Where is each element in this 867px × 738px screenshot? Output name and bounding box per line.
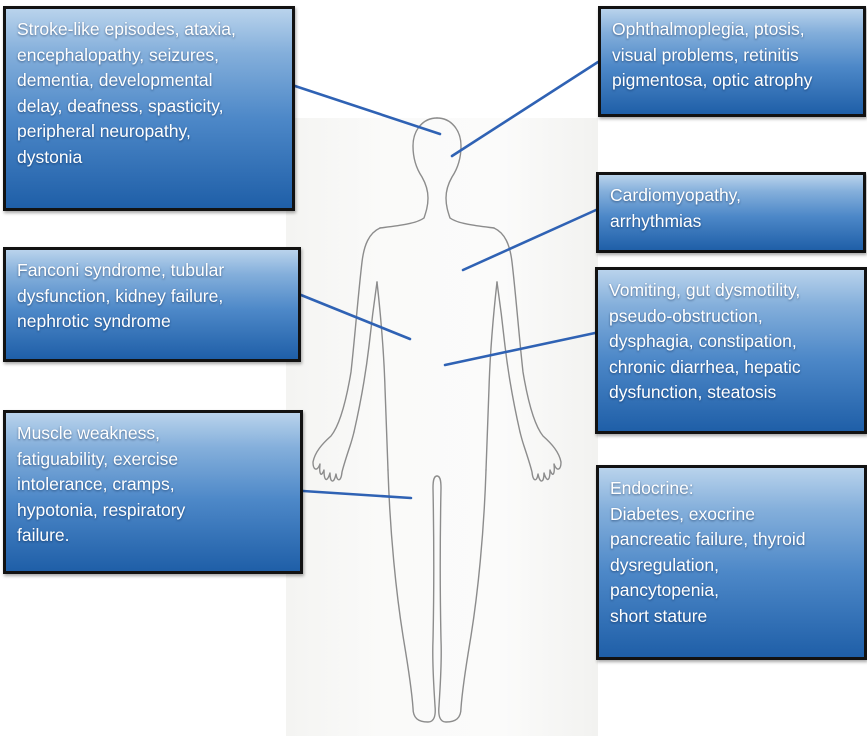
head-outline xyxy=(380,118,437,228)
neuro-line-1: Stroke-like episodes, ataxia, xyxy=(17,17,282,43)
eye-line-3: pigmentosa, optic atrophy xyxy=(612,68,853,94)
neuro-line-5: peripheral neuropathy, xyxy=(17,119,282,145)
torso-outline xyxy=(377,282,388,470)
endocrine-line-5: pancytopenia, xyxy=(610,578,854,604)
gastrointestinal-symptoms-box: Vomiting, gut dysmotility, pseudo-obstru… xyxy=(595,267,867,434)
muscle-line-3: intolerance, cramps, xyxy=(17,472,290,498)
ocular-symptoms-box: Ophthalmoplegia, ptosis, visual problems… xyxy=(598,6,866,117)
neuro-line-3: dementia, developmental xyxy=(17,68,282,94)
endocrine-line-3: pancreatic failure, thyroid xyxy=(610,527,854,553)
connector-muscle xyxy=(303,491,411,498)
eye-line-2: visual problems, retinitis xyxy=(612,43,853,69)
heart-line-2: arrhythmias xyxy=(610,209,853,235)
gi-line-3: dysphagia, constipation, xyxy=(609,329,854,355)
muscle-line-4: hypotonia, respiratory xyxy=(17,498,290,524)
kidney-line-1: Fanconi syndrome, tubular xyxy=(17,258,288,284)
gi-line-2: pseudo-obstruction, xyxy=(609,304,854,330)
heart-line-1: Cardiomyopathy, xyxy=(610,183,853,209)
muscle-line-5: failure. xyxy=(17,523,290,549)
gi-line-4: chronic diarrhea, hepatic xyxy=(609,355,854,381)
connector-neuro xyxy=(295,86,440,134)
connector-heart xyxy=(463,210,596,270)
neuro-line-4: delay, deafness, spasticity, xyxy=(17,94,282,120)
connector-eye xyxy=(452,62,598,156)
kidney-line-3: nephrotic syndrome xyxy=(17,309,288,335)
cardiac-symptoms-box: Cardiomyopathy, arrhythmias xyxy=(596,172,866,253)
renal-symptoms-box: Fanconi syndrome, tubular dysfunction, k… xyxy=(3,247,301,362)
neuro-line-2: encephalopathy, seizures, xyxy=(17,43,282,69)
muscular-symptoms-box: Muscle weakness, fatiguability, exercise… xyxy=(3,410,303,574)
endocrine-line-2: Diabetes, exocrine xyxy=(610,502,854,528)
neurological-symptoms-box: Stroke-like episodes, ataxia, encephalop… xyxy=(3,6,295,211)
gi-line-5: dysfunction, steatosis xyxy=(609,380,854,406)
kidney-line-2: dysfunction, kidney failure, xyxy=(17,284,288,310)
left-arm-outline xyxy=(313,228,380,481)
right-arm-outline xyxy=(494,228,561,481)
muscle-line-1: Muscle weakness, xyxy=(17,421,290,447)
muscle-line-2: fatiguability, exercise xyxy=(17,447,290,473)
endocrine-symptoms-box: Endocrine: Diabetes, exocrine pancreatic… xyxy=(596,465,867,660)
right-leg-outline xyxy=(437,470,486,722)
left-leg-outline xyxy=(388,470,437,722)
eye-line-1: Ophthalmoplegia, ptosis, xyxy=(612,17,853,43)
endocrine-line-1: Endocrine: xyxy=(610,476,854,502)
neuro-line-6: dystonia xyxy=(17,145,282,171)
gi-line-1: Vomiting, gut dysmotility, xyxy=(609,278,854,304)
endocrine-line-6: short stature xyxy=(610,604,854,630)
endocrine-line-4: dysregulation, xyxy=(610,553,854,579)
